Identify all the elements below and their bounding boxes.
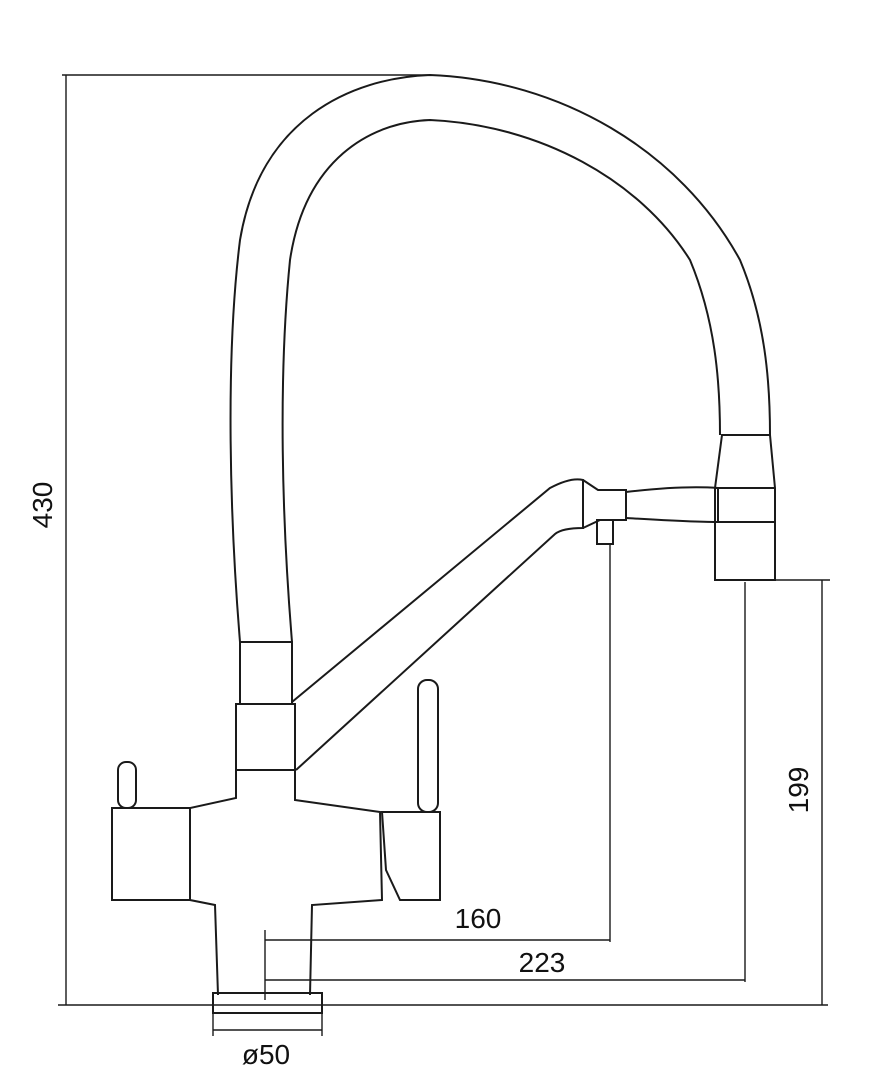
dim-label-base-diameter: ø50 [242,1039,290,1070]
dim-label-223: 223 [519,947,566,978]
hose-outer [229,73,771,643]
left-handle [111,807,191,901]
dim-label-199: 199 [783,767,814,814]
right-handle [380,811,441,901]
hose-collar [239,641,293,705]
dimension-lines [58,74,830,1036]
filter-nozzle [596,519,614,545]
base-plate [212,992,323,1014]
left-lever [117,761,137,809]
hose-inner [281,118,721,643]
right-lever [417,679,439,813]
dim-label-160: 160 [455,903,502,934]
hose-holder [714,434,776,581]
faucet-outline [111,73,776,1014]
dim-label-430: 430 [27,482,58,529]
spout-base [235,703,296,771]
spout-arm [291,478,584,771]
main-body [189,770,384,996]
spout-connector [625,486,719,524]
